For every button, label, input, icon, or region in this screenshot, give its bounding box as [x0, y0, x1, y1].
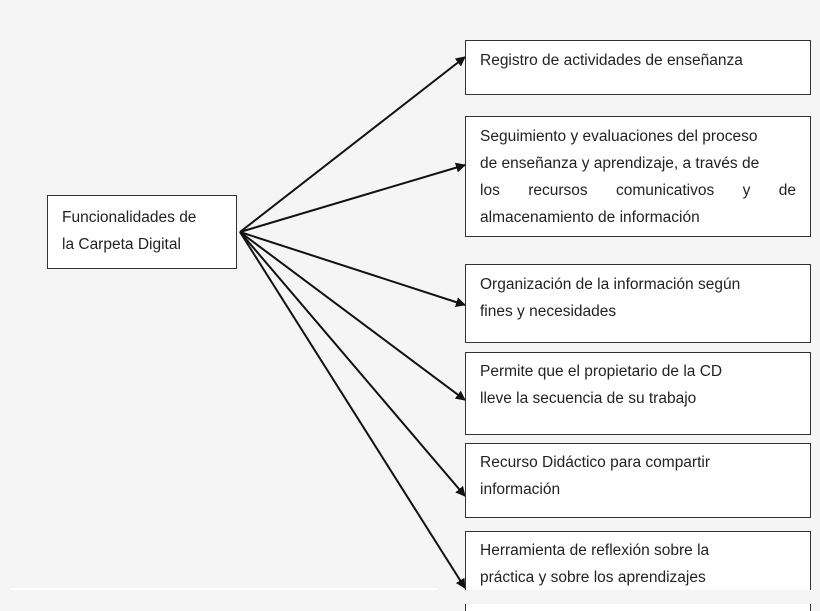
target-node-recurso-didactico: Recurso Didáctico para compartir informa…: [465, 443, 811, 518]
word: comunicativos: [616, 182, 715, 199]
target-node-line: práctica y sobre los aprendizajes: [480, 569, 706, 586]
target-node-permite: Permite que el propietario de la CD llev…: [465, 352, 811, 435]
arrow-to-target-1: [239, 56, 466, 233]
target-node-line: Recurso Didáctico para compartir: [480, 454, 711, 471]
arrow-to-target-6: [239, 231, 466, 589]
word: los: [480, 182, 500, 199]
crop-edge: [0, 590, 820, 604]
target-node-line: lleve la secuencia de su trabajo: [480, 390, 697, 407]
target-node-line: Registro de actividades de enseñanza: [480, 52, 743, 69]
word: recursos: [528, 182, 588, 199]
target-node-organizacion: Organización de la información según fin…: [465, 264, 811, 343]
target-node-seguimiento: Seguimiento y evaluaciones del proceso d…: [465, 116, 811, 237]
source-node-line: la Carpeta Digital: [62, 236, 181, 253]
target-node-line: fines y necesidades: [480, 303, 617, 320]
source-node-line: Funcionalidades de: [62, 209, 197, 226]
target-node-line-justified: los recursos comunicativos y de: [480, 177, 796, 204]
source-node-funcionalidades: Funcionalidades de la Carpeta Digital: [47, 195, 237, 269]
divider-line: [10, 588, 438, 590]
target-node-registro: Registro de actividades de enseñanza: [465, 40, 811, 95]
target-node-line: Seguimiento y evaluaciones del proceso: [480, 128, 758, 145]
arrow-to-target-4: [239, 231, 466, 401]
arrow-to-target-5: [239, 231, 466, 497]
target-node-line: información: [480, 481, 561, 498]
arrow-to-target-2: [239, 162, 466, 233]
target-node-line: Permite que el propietario de la CD: [480, 363, 723, 380]
arrow-to-target-3: [239, 231, 466, 307]
word: y: [742, 182, 751, 199]
target-node-line: Organización de la información según: [480, 276, 741, 293]
target-node-line: de enseñanza y aprendizaje, a través de: [480, 155, 760, 172]
word: de: [778, 182, 796, 199]
target-node-line: Herramienta de reflexión sobre la: [480, 542, 710, 559]
target-node-line: almacenamiento de información: [480, 209, 700, 226]
